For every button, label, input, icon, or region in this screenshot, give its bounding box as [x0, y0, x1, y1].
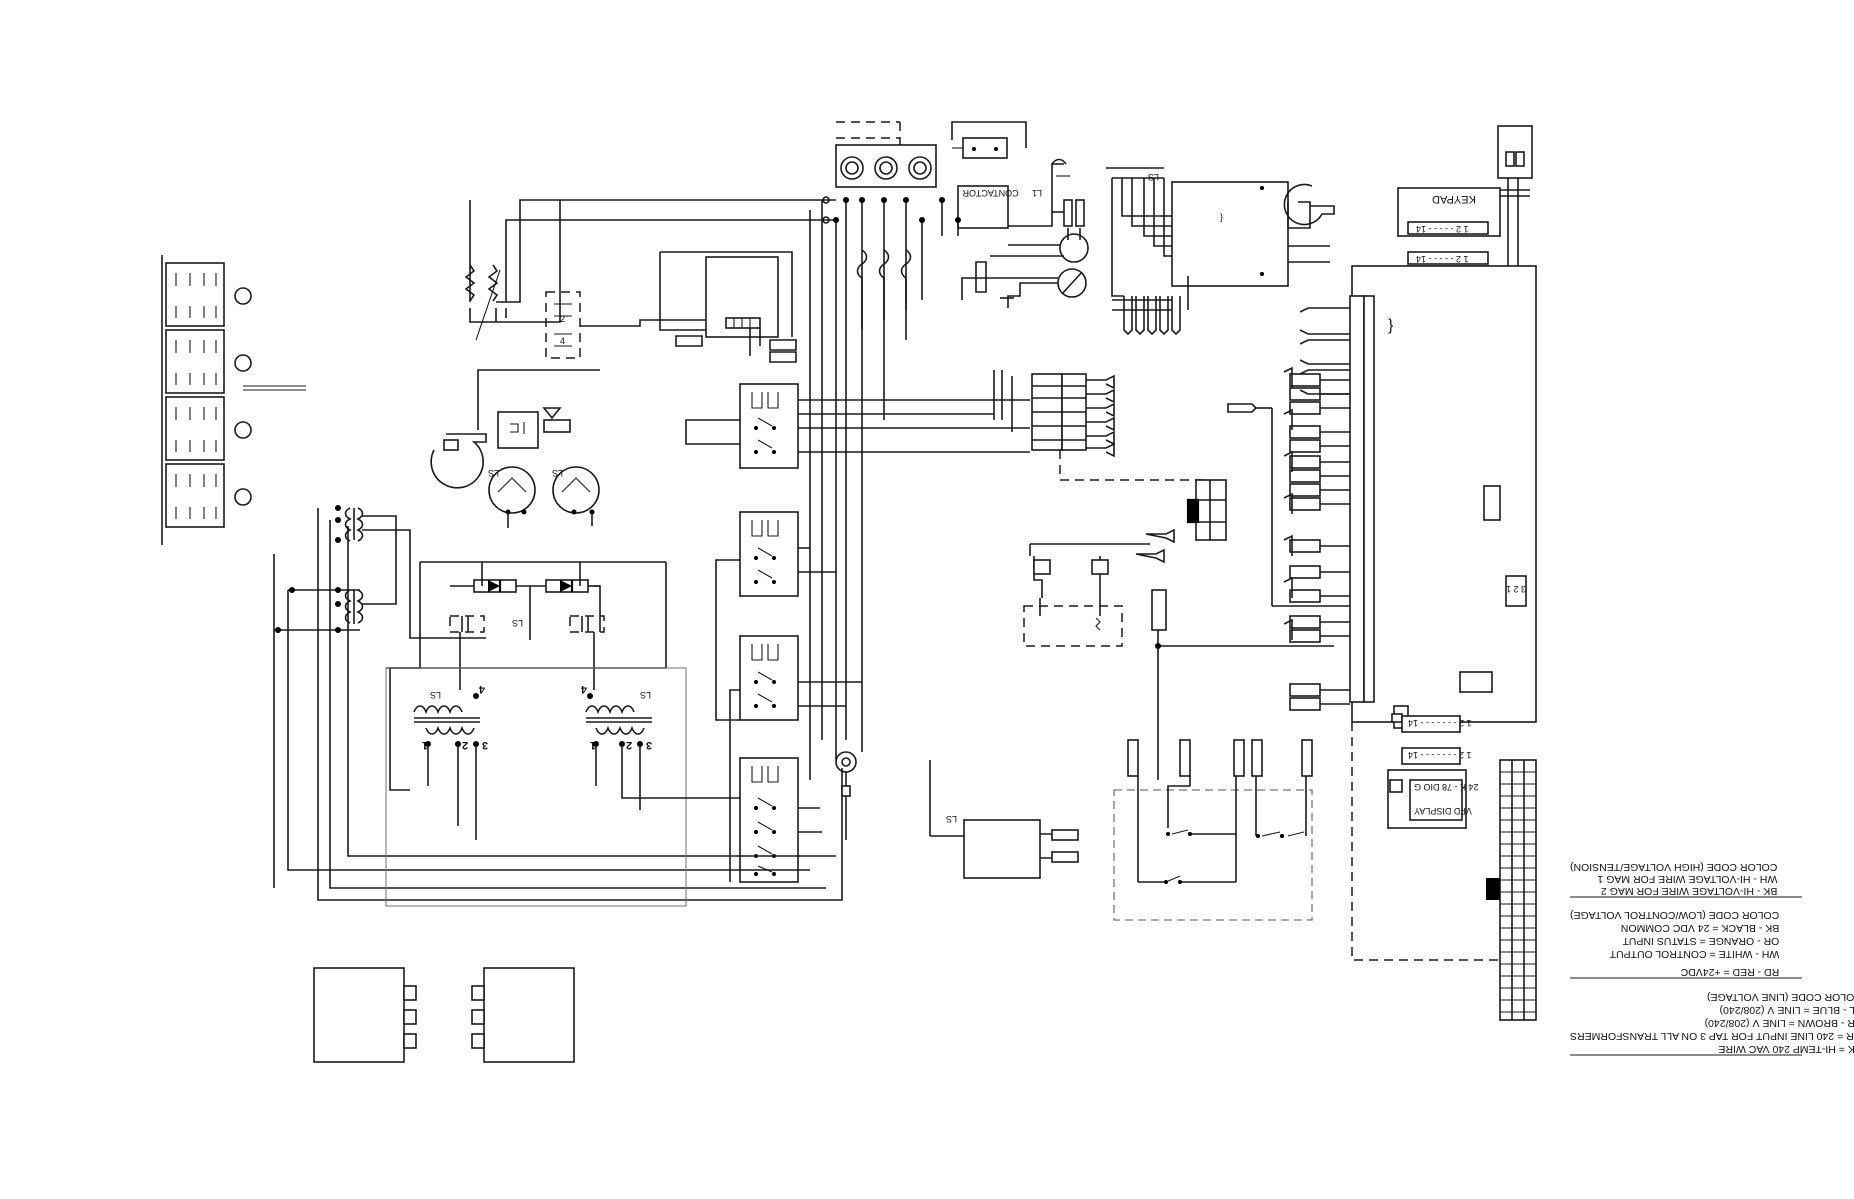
- svg-text:}: }: [1388, 317, 1394, 334]
- svg-text:2: 2: [626, 739, 632, 751]
- svg-text:LS: LS: [512, 618, 523, 628]
- main-control-board: } 3 2 1: [1227, 265, 1537, 961]
- svg-text:CONTACTOR: CONTACTOR: [962, 188, 1019, 198]
- svg-text:L1: L1: [1032, 188, 1042, 198]
- bottom-transformers: 4 1 2 3 4 1 2 3 LS LS: [385, 667, 740, 907]
- legend-low-voltage-item-3: RD - RED = +24VDC: [1680, 966, 1779, 978]
- terminal-strip: [1486, 759, 1537, 1021]
- multi-connector: [993, 370, 1227, 541]
- svg-text:3: 3: [482, 739, 488, 751]
- switch-bank: [1113, 739, 1313, 921]
- legend-line-voltage-item-3: BK = HI-TEMP 240 VAC WIRE: [1718, 1043, 1854, 1055]
- svg-text:4: 4: [560, 336, 565, 346]
- svg-text:2: 2: [560, 314, 565, 324]
- svg-text:1: 1: [590, 739, 596, 751]
- vertical-bus: [809, 196, 961, 780]
- svg-text:1 2 - - - - - 14: 1 2 - - - - - 14: [1416, 224, 1469, 234]
- svg-text:3 2 1: 3 2 1: [1506, 584, 1526, 594]
- legend-low-voltage-title: COLOR CODE (LOW/CONTROL VOLTAGE): [1570, 909, 1779, 921]
- svg-text:LS: LS: [552, 468, 563, 478]
- svg-text:VFD DISPLAY: VFD DISPLAY: [1414, 806, 1472, 816]
- vfd-display-module: 1 2 - - - - - - - 14 1 2 - - - - - - - 1…: [1387, 705, 1479, 829]
- svg-text:4: 4: [580, 683, 587, 695]
- svg-text:LS: LS: [946, 814, 957, 824]
- legend-line-voltage-item-0: BL - BLUE = LINE V (208/240): [1720, 1004, 1854, 1016]
- legend-low-voltage-item-1: OR - ORANGE = STATUS INPUT: [1622, 935, 1779, 947]
- relay-stack: [685, 383, 1030, 883]
- svg-text:LS: LS: [640, 690, 651, 700]
- svg-text:1: 1: [422, 739, 428, 751]
- svg-text:LS: LS: [1148, 172, 1159, 182]
- heating-element-bank: [161, 255, 306, 545]
- svg-text:}: }: [1220, 212, 1223, 222]
- legend-high-voltage-item-0: WH - HI-VOLTAGE WIRE FOR MAG 1: [1597, 873, 1777, 885]
- svg-text:1 2 - - - - - 14: 1 2 - - - - - 14: [1416, 254, 1469, 264]
- svg-text:2: 2: [462, 739, 468, 751]
- legend-low-voltage-item-0: BK - BLACK = 24 VDC COMMON: [1621, 922, 1779, 934]
- bottom-terminal-boxes: [313, 967, 575, 1063]
- svg-text:24 K - 78 DIO G: 24 K - 78 DIO G: [1414, 782, 1479, 792]
- svg-text:LS: LS: [430, 690, 441, 700]
- svg-text:4: 4: [478, 683, 485, 695]
- svg-text:1 2 - - - - - - - 14: 1 2 - - - - - - - 14: [1408, 750, 1472, 760]
- legend-high-voltage-item-1: BK - HI-VOLTAGE WIRE FOR MAG 2: [1601, 885, 1778, 897]
- svg-text:3: 3: [646, 739, 652, 751]
- ignition-module: LS: [835, 751, 1079, 879]
- legend-line-voltage-item-1: BR - BROWN = LINE V (208/240): [1705, 1017, 1854, 1029]
- sensor-harness: [1023, 528, 1334, 780]
- legend-high-voltage-title: COLOR CODE (HIGH VOLTAGE/TENSION): [1570, 861, 1777, 873]
- legend-line-voltage-title: COLOR CODE (LINE VOLTAGE): [1707, 991, 1854, 1003]
- combustion-controls: LS }: [1106, 167, 1335, 336]
- legend-low-voltage-item-2: WH - WHITE = CONTROL OUTPUT: [1609, 948, 1779, 960]
- blower-and-limits: LS LS: [430, 369, 600, 528]
- keypad-label: KEYPAD: [1432, 193, 1476, 205]
- color-code-legend: BK - HI-VOLTAGE WIRE FOR MAG 2 WH - HI-V…: [1570, 861, 1854, 1056]
- svg-text:LS: LS: [488, 468, 499, 478]
- svg-text:1 2 - - - - - - - 14: 1 2 - - - - - - - 14: [1408, 718, 1472, 728]
- legend-line-voltage-item-2: OR = 240 LINE INPUT FOR TAP 3 ON ALL TRA…: [1570, 1030, 1854, 1042]
- top-control-circuit: 2 4 CONTACTOR L1: [464, 121, 1089, 363]
- transformers-left: LS: [273, 505, 843, 901]
